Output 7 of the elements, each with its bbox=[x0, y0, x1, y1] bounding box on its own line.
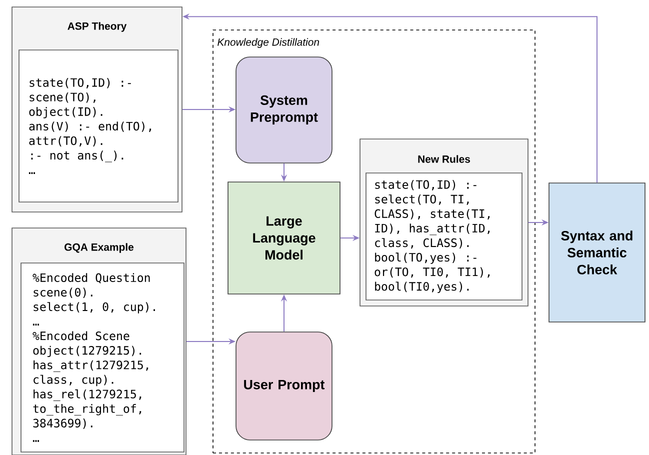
code-box: state(TO,ID) :- scene(TO), object(ID). ans(V) :- end(TO), attr(TO,V). :- not ans(_). … bbox=[18, 50, 178, 202]
code-box: %Encoded Question scene(0). select(1, 0, cup). … %Encoded Scene object(1279215). has_attr(1279215, class, cup). has_rel(1279215, to_the_right_of, 3843699). … bbox=[20, 262, 184, 452]
process-box: Large Language Model bbox=[228, 182, 340, 294]
process-box: Syntax and Semantic Check bbox=[548, 182, 646, 322]
code-box: state(TO,ID) :- select(TO, TI, CLASS), state(TI, ID), has_attr(ID, class, CLASS). bool(TO,yes) :- or(TO, TI0, TI1), bool(TI0,yes). bbox=[366, 172, 522, 300]
rounded-box: User Prompt bbox=[236, 332, 332, 440]
rounded-box: System Preprompt bbox=[236, 56, 332, 164]
